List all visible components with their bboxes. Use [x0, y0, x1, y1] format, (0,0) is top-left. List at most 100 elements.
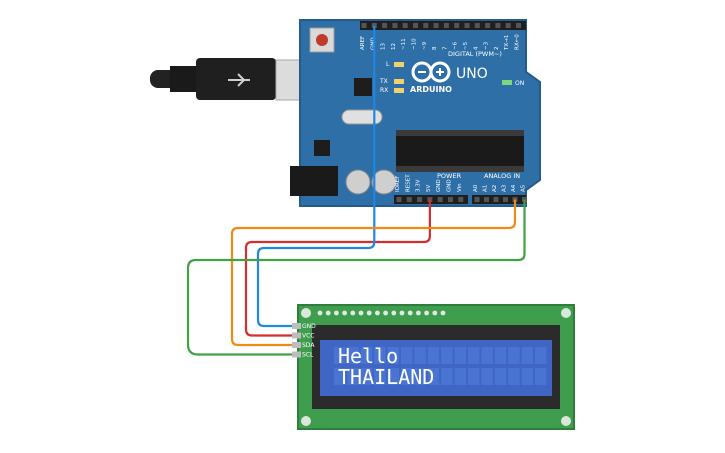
power-label: POWER — [437, 172, 462, 180]
power-pin-label: GND — [436, 179, 442, 192]
lcd-char-cell — [468, 368, 480, 385]
digital-pin-label: 13 — [381, 43, 387, 50]
lcd-char-cell — [414, 347, 426, 364]
arduino-uno-board[interactable]: L TX RX ON ARDUINO UNO DIGITAL (PWM~) PO… — [290, 19, 541, 207]
lcd-char-cell — [427, 368, 440, 385]
lcd-pin-label: GND — [302, 323, 316, 330]
arduino-logo-icon — [411, 61, 451, 83]
lcd-pin[interactable] — [292, 342, 301, 348]
digital-pin[interactable] — [505, 23, 511, 28]
lcd-char-cell — [414, 368, 426, 385]
lcd-pad — [350, 310, 356, 316]
lcd-pad — [325, 310, 331, 316]
mount-hole — [561, 308, 571, 318]
analog-pin-label: A4 — [511, 184, 517, 192]
digital-pin-label: 4 — [473, 46, 479, 50]
digital-pin[interactable] — [361, 23, 367, 28]
power-pin-label: 3.3V — [416, 179, 422, 192]
lcd-char-cell — [374, 368, 386, 385]
lcd-char-cell — [481, 368, 493, 385]
digital-pin[interactable] — [495, 23, 501, 28]
on-led — [502, 80, 512, 85]
lcd-char-cell — [441, 368, 453, 385]
lcd-char-cell — [347, 347, 359, 364]
lcd-pad — [317, 310, 323, 316]
power-pin[interactable] — [417, 197, 423, 202]
digital-header — [360, 21, 526, 30]
lcd-char-cell — [535, 347, 547, 364]
digital-pin[interactable] — [454, 23, 460, 28]
digital-pin[interactable] — [413, 23, 418, 28]
lcd-char-cell — [454, 347, 466, 364]
analog-pin[interactable] — [484, 197, 489, 202]
mount-hole — [301, 416, 311, 426]
lcd-pin[interactable] — [292, 332, 301, 339]
wire-scl[interactable] — [186, 199, 526, 356]
digital-pin[interactable] — [423, 23, 429, 28]
digital-pin-label: RX←0 — [515, 34, 521, 50]
lcd-char-cell — [508, 347, 520, 364]
lcd-char-cell — [508, 368, 520, 385]
lcd-pad — [399, 310, 405, 316]
lcd-char-cell — [441, 347, 453, 364]
lcd-line-2: THAILAND — [338, 365, 434, 389]
lcd-char-cell — [494, 368, 507, 385]
power-pin[interactable] — [396, 197, 402, 202]
capacitor — [345, 169, 371, 195]
digital-pin-label: ~5 — [463, 41, 469, 50]
digital-pin-label: 7 — [442, 46, 448, 50]
power-pin-label: Vin — [457, 183, 463, 192]
analog-pin[interactable] — [503, 197, 508, 202]
lcd-pad — [383, 310, 388, 316]
rx-label: RX — [380, 87, 388, 94]
logo-text: ARDUINO — [410, 85, 452, 94]
digital-pin[interactable] — [402, 23, 408, 28]
digital-pin[interactable] — [443, 23, 449, 28]
lcd-pad — [432, 310, 438, 316]
lcd-pad — [391, 310, 397, 316]
power-pin[interactable] — [458, 197, 464, 202]
digital-pin-label: 8 — [432, 46, 438, 50]
digital-pin[interactable] — [485, 23, 491, 28]
power-pin-label: RESET — [405, 174, 411, 192]
wire-vcc[interactable] — [244, 199, 431, 337]
lcd-pad — [407, 310, 413, 316]
digital-pin[interactable] — [516, 23, 521, 28]
wire-gnd[interactable] — [256, 25, 376, 328]
lcd-pad — [416, 310, 421, 316]
power-pin[interactable] — [448, 197, 453, 202]
analog-pin[interactable] — [474, 197, 480, 202]
analog-pin-label: A2 — [492, 185, 498, 192]
reset-button[interactable] — [309, 27, 335, 53]
digital-pin[interactable] — [382, 23, 388, 28]
power-pin[interactable] — [406, 197, 412, 202]
digital-pin[interactable] — [474, 23, 480, 28]
mount-hole — [301, 308, 311, 318]
lcd-pin[interactable] — [292, 351, 301, 358]
power-pin-label: GND — [447, 179, 453, 192]
l-led — [394, 62, 404, 67]
wire-sda[interactable] — [230, 199, 517, 347]
digital-pin[interactable] — [464, 23, 470, 28]
lcd-char-cell — [360, 347, 373, 364]
digital-pin[interactable] — [433, 23, 439, 28]
digital-pin-label: TX→1 — [504, 35, 510, 51]
tx-led — [394, 79, 404, 84]
analog-header — [472, 195, 526, 204]
digital-pin-label: AREF — [360, 36, 366, 50]
digital-pin[interactable] — [392, 23, 398, 28]
lcd-char-cell — [347, 368, 359, 385]
lcd-pin[interactable] — [292, 323, 301, 329]
power-pin[interactable] — [437, 197, 443, 202]
lcd-char-cell — [427, 347, 440, 364]
analog-pin[interactable] — [493, 197, 499, 202]
digital-pin-label: ~6 — [453, 41, 459, 50]
digital-pin-label: 2 — [494, 47, 500, 51]
lcd-pin-label: VCC — [302, 333, 314, 340]
analog-pin-label: A3 — [502, 184, 508, 192]
wires — [186, 25, 526, 356]
analog-pin-label: A1 — [483, 185, 489, 192]
digital-label: DIGITAL (PWM~) — [448, 50, 502, 58]
